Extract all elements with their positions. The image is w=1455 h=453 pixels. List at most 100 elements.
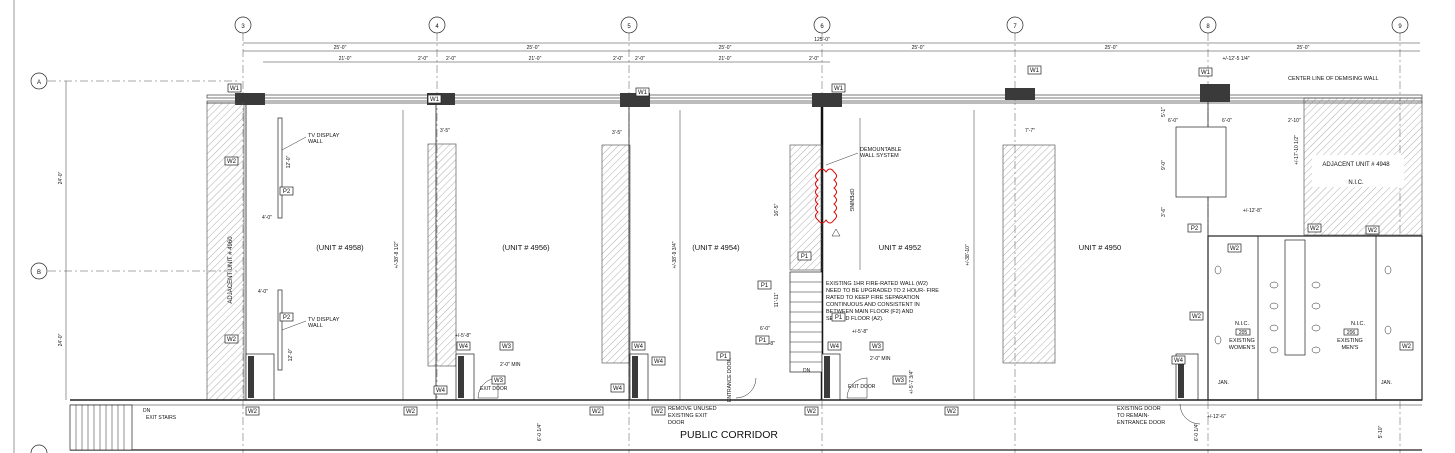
corridor-notes: REMOVE UNUSED EXISTING EXIT DOOR EXISTIN… — [668, 406, 1165, 426]
svg-text:6'-0": 6'-0" — [760, 326, 770, 332]
svg-text:5'-10": 5'-10" — [1378, 425, 1384, 438]
wall-tag: W4 — [433, 385, 448, 395]
svg-text:125'-0": 125'-0" — [814, 37, 830, 43]
wall-tag: W1 — [1198, 67, 1213, 77]
wall-tag: P1 — [755, 335, 770, 345]
svg-text:W2: W2 — [947, 409, 957, 415]
exit-stairs: DN EXIT STAIRS — [69, 404, 177, 451]
svg-text:2'-0": 2'-0" — [446, 56, 456, 62]
svg-text:+/-12'-8": +/-12'-8" — [1243, 208, 1262, 214]
svg-text:B: B — [37, 270, 41, 276]
demountable-wall: DEMOUNTABLE WALL SYSTEM OPENING — [815, 147, 902, 237]
svg-text:EXISTING EXIT: EXISTING EXIT — [668, 413, 708, 419]
svg-text:EXISTING DOOR: EXISTING DOOR — [1117, 406, 1161, 412]
svg-text:4'-0": 4'-0" — [262, 215, 272, 221]
svg-text:2'-0": 2'-0" — [418, 56, 428, 62]
svg-text:EXIT DOOR: EXIT DOOR — [480, 386, 508, 392]
wall-tag: W4 — [651, 356, 666, 366]
interior-lines — [402, 110, 975, 400]
svg-text:P1: P1 — [761, 283, 769, 289]
restrooms: N.I.C. 205 EXISTING WOMEN'S N.I.C. 206 E… — [1175, 126, 1423, 401]
wall-tag: W2 — [1399, 341, 1414, 351]
svg-text:W2: W2 — [1402, 344, 1412, 350]
wall-tag: W2 — [944, 406, 959, 416]
misc-dimensions: 12'-0" 4'-0" 4'-0" 12'-0" 3'-5" 3'-5" 7'… — [258, 107, 1384, 441]
depth-dim-1: +/-38'-8 1/2" — [394, 241, 400, 268]
svg-text:W2: W2 — [654, 409, 664, 415]
svg-text:WALL: WALL — [308, 139, 323, 145]
svg-text:P2: P2 — [283, 189, 291, 195]
svg-text:W1: W1 — [834, 86, 844, 92]
unit-4950-label: UNIT # 4950 — [1079, 243, 1121, 252]
unit-4956-label: (UNIT # 4956) — [502, 243, 550, 252]
svg-text:205: 205 — [1239, 330, 1248, 336]
svg-text:EXISTING: EXISTING — [1229, 338, 1255, 344]
svg-text:DN: DN — [803, 368, 811, 374]
svg-text:25'-0": 25'-0" — [1105, 45, 1118, 51]
wall-tag: P1 — [797, 251, 812, 261]
svg-text:REMOVE UNUSED: REMOVE UNUSED — [668, 406, 717, 412]
wall-tag: P2 — [279, 186, 294, 196]
grid-bubble-3: 3 — [234, 16, 252, 34]
svg-text:W1: W1 — [230, 86, 240, 92]
unit-4958-label: (UNIT # 4958) — [316, 243, 364, 252]
wall-tag: W2 — [1365, 225, 1380, 235]
grid-row-bubbles: A B — [30, 72, 240, 453]
svg-text:ENTRANCE DOOR: ENTRANCE DOOR — [1117, 420, 1165, 426]
svg-text:CONTINUOUS AND CONSISTENT IN: CONTINUOUS AND CONSISTENT IN — [826, 302, 920, 308]
svg-text:4'-8": 4'-8" — [765, 341, 775, 347]
svg-text:6: 6 — [820, 24, 824, 30]
grid-bubble-A: A — [30, 72, 48, 90]
svg-text:P2: P2 — [1191, 226, 1199, 232]
svg-text:P1: P1 — [801, 254, 809, 260]
svg-text:25'-0": 25'-0" — [912, 45, 925, 51]
svg-text:W2: W2 — [248, 409, 258, 415]
svg-text:W2: W2 — [1230, 246, 1240, 252]
svg-text:25'-0": 25'-0" — [334, 45, 347, 51]
svg-text:P2: P2 — [283, 315, 291, 321]
grid-bubble-5: 5 — [620, 16, 638, 34]
svg-text:EXISTING: EXISTING — [1337, 338, 1363, 344]
svg-text:21'-0": 21'-0" — [529, 56, 542, 62]
wall-tag: W2 — [224, 334, 239, 344]
svg-text:WOMEN'S: WOMEN'S — [1229, 345, 1256, 351]
wall-tag: W4 — [456, 341, 471, 351]
svg-text:W1: W1 — [1201, 70, 1211, 76]
grid-bubble-B: B — [30, 262, 48, 280]
svg-text:W4: W4 — [634, 344, 644, 350]
svg-text:3'-5": 3'-5" — [440, 128, 450, 134]
wall-tag: W2 — [245, 406, 260, 416]
svg-text:W3: W3 — [872, 344, 882, 350]
svg-text:RATED TO KEEP FIRE SEPARATION: RATED TO KEEP FIRE SEPARATION — [826, 295, 920, 301]
wall-tag: W1 — [227, 83, 242, 93]
public-corridor-label: PUBLIC CORRIDOR — [680, 429, 778, 441]
wall-tag: W4 — [1171, 355, 1186, 365]
svg-text:2'-0": 2'-0" — [635, 56, 645, 62]
svg-text:W2: W2 — [1192, 314, 1202, 320]
grid-column-bubbles: 3 4 5 6 7 8 9 — [234, 16, 1409, 34]
tv-display-notes: TV DISPLAY WALL TV DISPLAY WALL — [277, 117, 340, 371]
grid-bubble-4: 4 — [428, 16, 446, 34]
grid-bubble-9: 9 — [1391, 16, 1409, 34]
svg-text:7'-7": 7'-7" — [1025, 128, 1035, 134]
svg-text:EXIT STAIRS: EXIT STAIRS — [146, 415, 177, 421]
svg-text:W2: W2 — [1368, 228, 1378, 234]
wall-tag: P1 — [716, 351, 731, 361]
grid-bubble-8: 8 — [1199, 16, 1217, 34]
svg-text:5: 5 — [627, 24, 631, 30]
svg-text:25'-0": 25'-0" — [527, 45, 540, 51]
wall-tag: W4 — [827, 341, 842, 351]
svg-text:W4: W4 — [436, 388, 446, 394]
corridor-wall — [70, 399, 1422, 451]
svg-text:2'-0" MIN: 2'-0" MIN — [870, 356, 891, 362]
svg-text:W4: W4 — [613, 386, 623, 392]
svg-text:W2: W2 — [1310, 226, 1320, 232]
svg-text:DOOR: DOOR — [668, 420, 685, 426]
wall-tag: W2 — [224, 156, 239, 166]
wall-tag: W3 — [499, 341, 514, 351]
wall-tag: W3 — [491, 375, 506, 385]
svg-text:9: 9 — [1398, 24, 1402, 30]
center-line-note: CENTER LINE OF DEMISING WALL — [1288, 76, 1379, 82]
display-panels — [427, 143, 1056, 367]
